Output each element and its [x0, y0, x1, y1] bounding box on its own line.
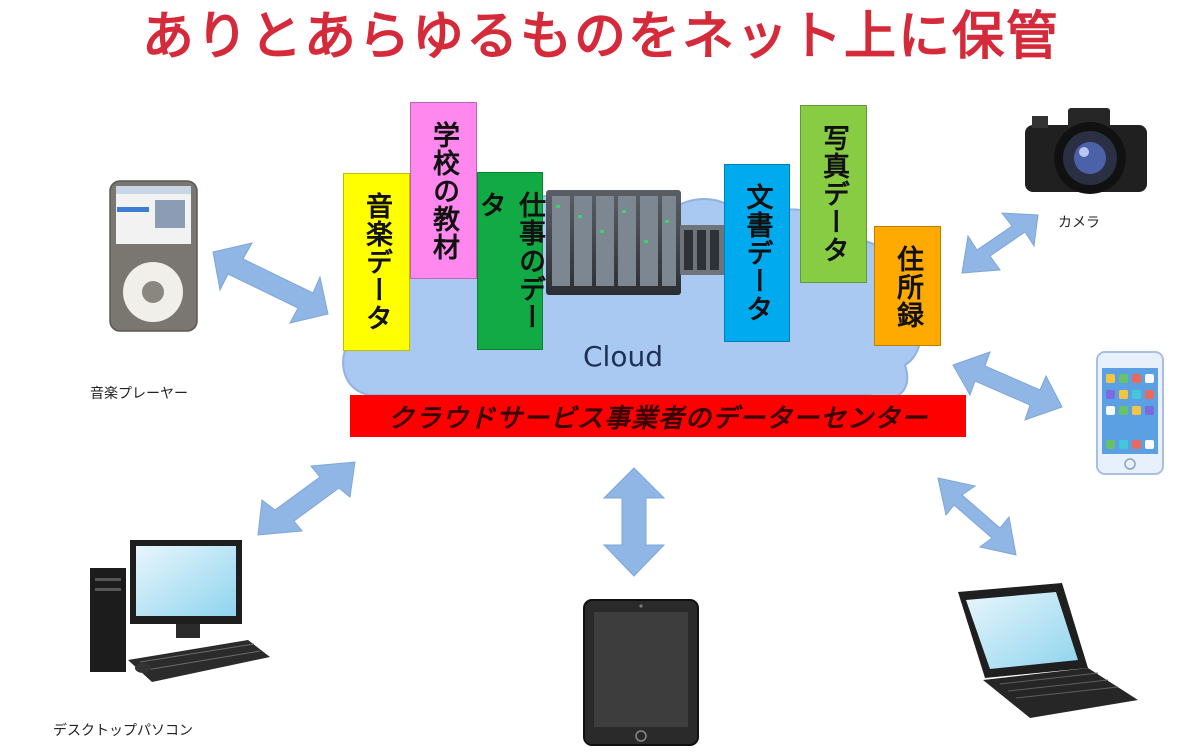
server-rack-icon	[546, 190, 728, 295]
arrow-music-player	[212, 242, 329, 324]
data-tag-documents: 文書データ	[724, 164, 790, 342]
media-device-icon	[1096, 351, 1164, 475]
camera-label: カメラ	[1058, 215, 1100, 231]
arrow-camera	[961, 212, 1039, 274]
diagram-title: ありとあらゆるものをネット上に保管	[141, 7, 1060, 67]
data-tag-school-materials: 学校の教材	[410, 102, 477, 279]
tablet-icon	[583, 599, 699, 746]
arrow-media-device	[952, 351, 1063, 421]
camera-icon	[1025, 108, 1147, 194]
cloud-label: Cloud	[583, 340, 663, 373]
music-player-icon	[109, 180, 198, 332]
desktop-label: デスクトップパソコン	[53, 723, 193, 739]
data-center-banner: クラウドサービス事業者のデーターセンター	[350, 395, 966, 437]
sync-arrows	[212, 212, 1063, 577]
laptop-icon	[958, 583, 1138, 718]
arrow-tablet	[602, 467, 666, 577]
data-tag-work-data: 仕事のデータ	[475, 172, 545, 350]
data-tag-photos: 写真データ	[800, 105, 867, 283]
arrow-desktop	[257, 461, 356, 536]
data-tag-address-book: 住所録	[874, 226, 941, 346]
music-player-label: 音楽プレーヤー	[90, 386, 188, 402]
desktop-pc-icon	[90, 540, 270, 682]
arrow-laptop	[937, 477, 1017, 556]
data-tag-music: 音楽データ	[343, 173, 410, 351]
